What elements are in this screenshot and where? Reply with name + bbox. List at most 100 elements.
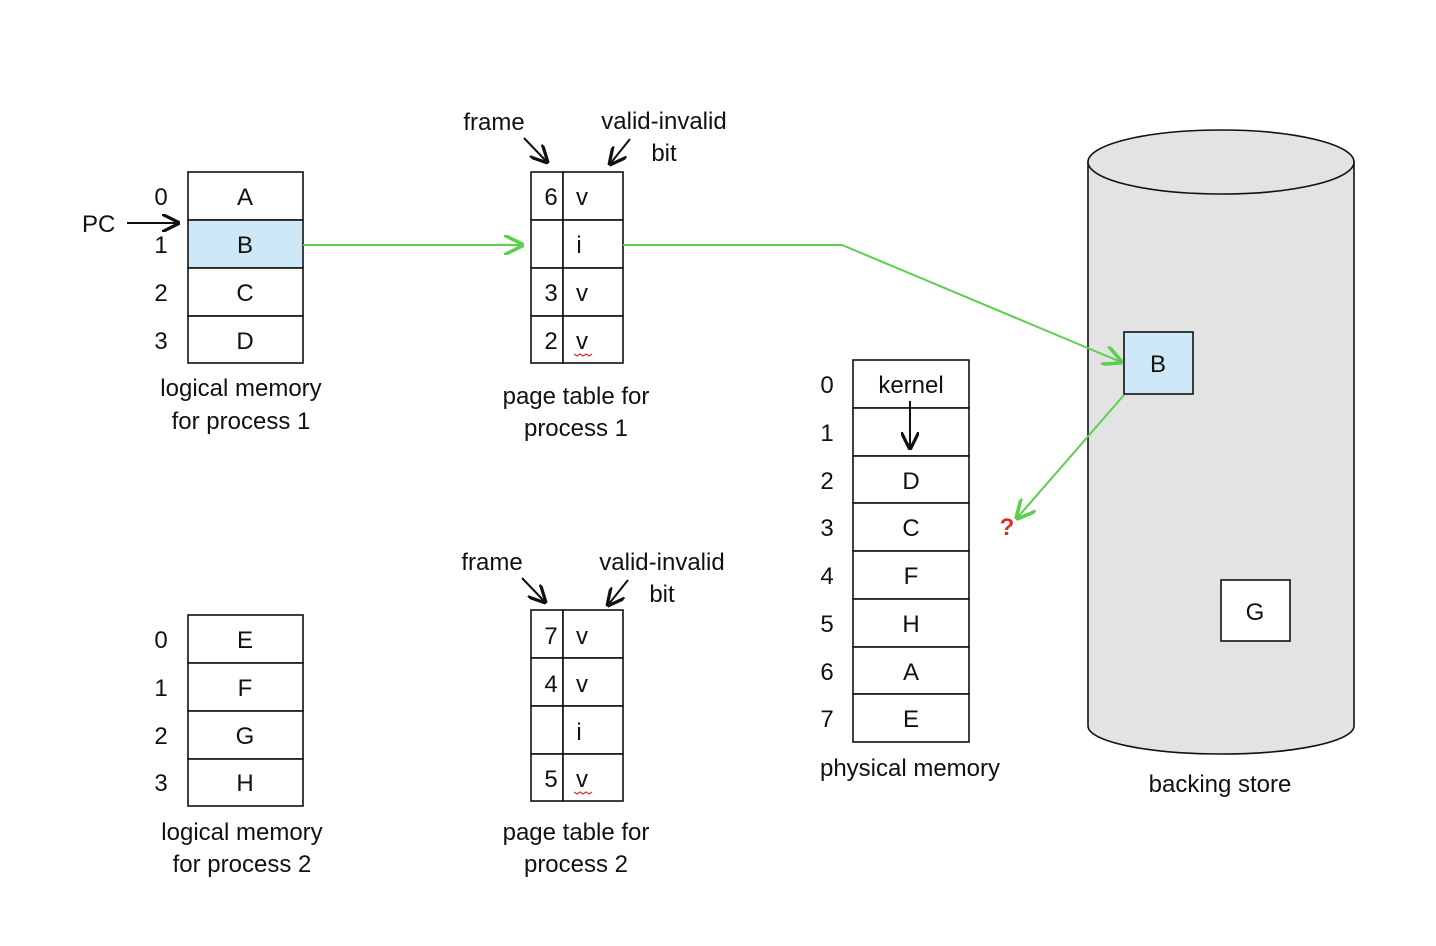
physical-memory-cell	[852, 359, 970, 409]
physical-memory-content: kernel	[878, 372, 943, 399]
logical-memory-2-cell	[187, 662, 304, 712]
page-table-2-frame: 4	[544, 671, 557, 698]
page-table-2-frame-cell	[530, 657, 564, 707]
frame-label-arrow	[523, 137, 547, 162]
pc-label: PC	[82, 211, 115, 238]
page-table-2-caption-line2: process 2	[524, 851, 628, 878]
logical-memory-2-caption-line1: logical memory	[161, 819, 322, 846]
page-in-arrow	[1017, 394, 1125, 518]
physical-memory-content: D	[902, 468, 919, 495]
logical-memory-2-caption-line2: for process 2	[173, 851, 312, 878]
logical-memory-1-cell	[187, 315, 304, 364]
physical-memory-cell	[852, 502, 970, 552]
physical-memory-index: 6	[820, 659, 833, 686]
page-table-2-bit: i	[576, 719, 581, 746]
frame-label-arrow	[521, 577, 545, 602]
page-table-1-bit: i	[576, 232, 581, 259]
page-table-1-bit-cell	[562, 315, 624, 364]
page-table-1-valid-label-line2: bit	[651, 140, 677, 167]
physical-memory-cell	[852, 598, 970, 648]
physical-memory-cell	[852, 550, 970, 600]
page-table-2-frame-cell	[530, 753, 564, 802]
logical-memory-2-cell	[187, 758, 304, 807]
page-table-1-valid-label-line1: valid-invalid	[601, 108, 726, 135]
physical-memory-caption: physical memory	[820, 755, 1000, 782]
page-table-2-caption-line1: page table for	[503, 819, 650, 846]
free-frame-question-mark: ?	[1000, 514, 1015, 541]
valid-label-arrow	[610, 138, 631, 164]
page-table-2-bit: v	[576, 623, 588, 650]
physical-memory-index: 2	[820, 468, 833, 495]
physical-memory-index: 0	[820, 372, 833, 399]
page-table-1-caption-line1: page table for	[503, 383, 650, 410]
page-table-2-frame: 5	[544, 766, 557, 793]
page-table-2-bit-cell	[562, 753, 624, 802]
backing-store-cylinder-body	[1087, 161, 1355, 755]
physical-memory-cell	[852, 693, 970, 743]
page-table-1-bit: v	[576, 184, 588, 211]
logical-memory-2-index: 0	[154, 627, 167, 654]
backing-store: B G backing store	[1087, 129, 1355, 798]
logical-memory-1-caption-line2: for process 1	[172, 408, 311, 435]
logical-memory-1: PC 0 1 2 3 A B C D logical memory for pr…	[82, 171, 322, 435]
physical-memory-index: 3	[820, 515, 833, 542]
physical-memory-content: C	[902, 515, 919, 542]
logical-memory-2-cell	[187, 710, 304, 760]
spellcheck-squiggle	[573, 791, 593, 795]
logical-memory-1-content: B	[237, 232, 253, 259]
logical-memory-2-content: E	[237, 627, 253, 654]
physical-memory-index: 5	[820, 611, 833, 638]
page-table-1-frame: 3	[544, 280, 557, 307]
page-table-1-caption-line2: process 1	[524, 415, 628, 442]
physical-memory-index: 4	[820, 563, 833, 590]
physical-memory-content: F	[904, 563, 919, 590]
trap-to-backing-store-arrow	[623, 244, 1121, 362]
logical-memory-1-index: 3	[154, 328, 167, 355]
page-table-2-frame: 7	[544, 623, 557, 650]
page-table-1-bit-cell	[562, 171, 624, 221]
page-table-1-bit-cell	[562, 219, 624, 269]
page-table-1-frame: 6	[544, 184, 557, 211]
logical-memory-2-content: H	[236, 770, 253, 797]
physical-memory-content: E	[903, 706, 919, 733]
page-table-2-bit: v	[576, 766, 588, 793]
logical-memory-1-content: A	[237, 184, 253, 211]
logical-memory-2-index: 1	[154, 675, 167, 702]
page-table-1-bit: v	[576, 280, 588, 307]
logical-memory-1-index: 1	[154, 232, 167, 259]
page-table-2-bit-cell	[562, 705, 624, 755]
logical-memory-1-caption-line1: logical memory	[160, 375, 321, 402]
logical-memory-1-index: 0	[154, 184, 167, 211]
page-table-1-frame-label: frame	[463, 109, 524, 136]
valid-label-arrow	[608, 579, 629, 605]
page-table-1-frame-cell	[530, 315, 564, 364]
physical-memory-content: A	[903, 659, 919, 686]
page-table-2-frame-label: frame	[461, 549, 522, 576]
logical-memory-1-cell	[187, 267, 304, 317]
backing-store-caption: backing store	[1149, 771, 1292, 798]
logical-memory-2-index: 3	[154, 770, 167, 797]
logical-memory-2: 0 1 2 3 E F G H logical memory for proce…	[154, 614, 323, 878]
physical-memory-index: 1	[820, 420, 833, 447]
page-table-1-frame: 2	[544, 328, 557, 355]
page-table-2-valid-label-line2: bit	[649, 581, 675, 608]
page-table-1-bit: v	[576, 328, 588, 355]
page-table-2-bit: v	[576, 671, 588, 698]
page-table-2-bit-cell	[562, 609, 624, 659]
physical-memory: 0 1 2 3 4 5 6 7 kernel D C F H A E physi…	[820, 359, 1000, 782]
backing-store-cylinder-top	[1087, 129, 1355, 195]
logical-memory-1-content: D	[236, 328, 253, 355]
page-table-2-valid-label-line1: valid-invalid	[599, 549, 724, 576]
logical-memory-2-content: F	[238, 675, 253, 702]
backing-store-page-g: G	[1246, 599, 1265, 626]
page-table-1-frame-cell	[530, 219, 564, 269]
logical-memory-2-content: G	[236, 723, 255, 750]
physical-memory-content: H	[902, 611, 919, 638]
backing-store-page-b: B	[1150, 351, 1166, 378]
logical-memory-1-content: C	[236, 280, 253, 307]
backing-store-page-g-box	[1220, 579, 1291, 642]
logical-memory-1-index: 2	[154, 280, 167, 307]
page-table-2-frame-cell	[530, 705, 564, 755]
page-table-2-frame-cell	[530, 609, 564, 659]
